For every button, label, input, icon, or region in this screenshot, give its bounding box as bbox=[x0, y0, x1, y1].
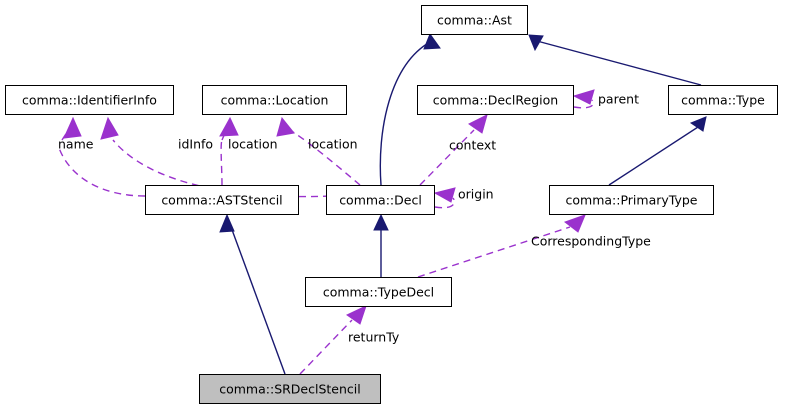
edge-line bbox=[379, 41, 431, 186]
edge-label-returnty: returnTy bbox=[348, 330, 400, 345]
class-node-location[interactable]: comma::Location bbox=[202, 85, 347, 115]
edge-label-origin: origin bbox=[458, 187, 494, 202]
edge-line bbox=[112, 139, 331, 198]
arrowhead-assoc bbox=[572, 89, 595, 105]
edge-label-idinfo: idInfo bbox=[178, 137, 213, 152]
edge-declregion-parent-declregion bbox=[572, 89, 595, 109]
node-box[interactable] bbox=[326, 185, 435, 215]
arrowhead-assoc bbox=[63, 116, 82, 139]
arrowhead-assoc bbox=[219, 116, 239, 137]
association-edges bbox=[57, 89, 595, 375]
class-node-primarytype[interactable]: comma::PrimaryType bbox=[549, 185, 714, 215]
node-box[interactable] bbox=[668, 85, 778, 115]
class-node-declregion[interactable]: comma::DeclRegion bbox=[417, 85, 574, 115]
arrowhead-assoc bbox=[100, 116, 119, 140]
edge-srdeclstencil-to-aststencil bbox=[219, 213, 286, 375]
edge-type-to-ast bbox=[528, 34, 702, 86]
arrowhead-assoc bbox=[468, 114, 488, 134]
node-label: comma::IdentifierInfo bbox=[22, 93, 157, 108]
node-label: comma::Decl bbox=[339, 193, 422, 208]
node-label: comma::Location bbox=[221, 93, 329, 108]
node-box[interactable] bbox=[202, 85, 347, 115]
edge-line-tip bbox=[61, 122, 74, 141]
arrowhead-assoc bbox=[563, 214, 586, 233]
class-node-aststencil[interactable]: comma::ASTStencil bbox=[145, 185, 299, 215]
edge-label-name: name bbox=[58, 137, 94, 152]
node-box[interactable] bbox=[5, 85, 174, 115]
edge-label-context: context bbox=[449, 138, 496, 153]
node-box[interactable] bbox=[199, 374, 381, 404]
edge-aststencil-name-identifierinfo bbox=[57, 116, 146, 197]
node-label: comma::PrimaryType bbox=[566, 193, 698, 208]
edge-line bbox=[417, 226, 571, 278]
arrowhead-inherit bbox=[373, 213, 389, 231]
class-node-srdeclstencil[interactable]: comma::SRDeclStencil bbox=[199, 374, 381, 404]
class-node-type[interactable]: comma::Type bbox=[668, 85, 778, 115]
class-node-decl[interactable]: comma::Decl bbox=[326, 185, 435, 215]
edge-label-location-2: location bbox=[308, 137, 358, 152]
edge-line bbox=[220, 139, 223, 186]
edge-aststencil-location-location bbox=[219, 116, 239, 186]
node-box[interactable] bbox=[305, 277, 452, 307]
edge-srdeclstencil-returnty-typedecl bbox=[299, 305, 367, 375]
class-node-ast[interactable]: comma::Ast bbox=[421, 5, 528, 35]
arrowhead-assoc bbox=[276, 116, 295, 137]
edge-typedecl-correspondingtype-primarytype bbox=[417, 214, 586, 278]
inheritance-edges bbox=[219, 32, 707, 375]
node-label: comma::Type bbox=[681, 93, 765, 108]
node-label: comma::TypeDecl bbox=[323, 285, 434, 300]
edge-line bbox=[608, 126, 699, 186]
edge-decl-context-declregion bbox=[419, 114, 488, 186]
edge-line bbox=[292, 131, 361, 186]
edge-line bbox=[434, 197, 456, 209]
edge-decl-location-location bbox=[276, 116, 361, 186]
node-label: comma::SRDeclStencil bbox=[219, 382, 361, 397]
edge-line bbox=[419, 129, 475, 186]
node-box[interactable] bbox=[421, 5, 528, 35]
edge-labels: name idInfo location location context pa… bbox=[58, 92, 651, 345]
edge-line bbox=[230, 226, 286, 375]
class-node-identifierinfo[interactable]: comma::IdentifierInfo bbox=[5, 85, 174, 115]
edge-typedecl-to-decl bbox=[373, 213, 389, 277]
arrowhead-inherit bbox=[528, 34, 544, 52]
node-label: comma::DeclRegion bbox=[433, 93, 558, 108]
edge-decl-origin-decl bbox=[433, 187, 456, 209]
node-box[interactable] bbox=[145, 185, 299, 215]
arrowhead-assoc bbox=[346, 305, 367, 325]
node-label: comma::Ast bbox=[437, 13, 512, 28]
edge-line bbox=[299, 319, 353, 375]
node-box[interactable] bbox=[417, 85, 574, 115]
node-box[interactable] bbox=[549, 185, 714, 215]
edge-line bbox=[57, 144, 146, 197]
node-label: comma::ASTStencil bbox=[161, 193, 282, 208]
edge-decl-to-ast bbox=[379, 32, 441, 186]
arrowhead-inherit bbox=[219, 213, 235, 233]
edge-primarytype-to-type bbox=[608, 116, 707, 186]
edge-label-parent: parent bbox=[598, 92, 639, 107]
arrowhead-assoc bbox=[433, 187, 456, 203]
edge-decl-idinfo-identifierinfo bbox=[100, 116, 331, 198]
edge-label-location-1: location bbox=[228, 137, 278, 152]
edge-label-correspondingtype: CorrespondingType bbox=[531, 234, 651, 249]
class-nodes: comma::Ast comma::IdentifierInfo comma::… bbox=[5, 5, 778, 404]
arrowhead-inherit bbox=[423, 32, 441, 50]
arrowhead-inherit bbox=[689, 116, 707, 132]
class-node-typedecl[interactable]: comma::TypeDecl bbox=[305, 277, 452, 307]
edge-line bbox=[573, 99, 595, 109]
edge-line-tip bbox=[221, 123, 230, 141]
edge-line bbox=[536, 40, 702, 86]
